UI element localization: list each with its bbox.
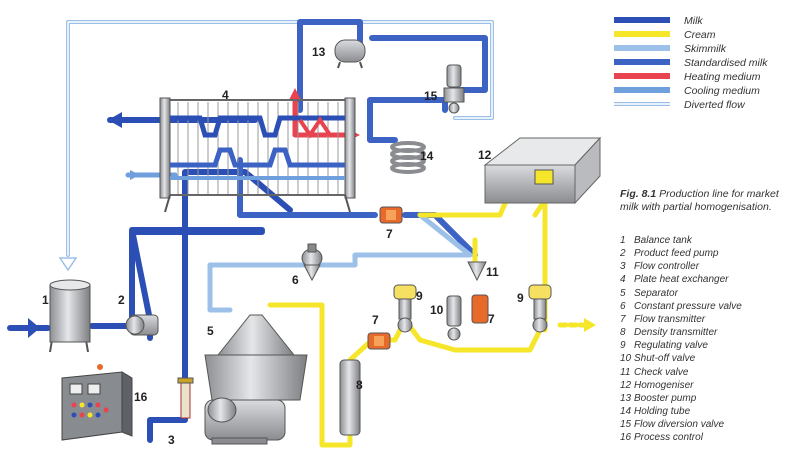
outlet-milk-arrow — [108, 112, 122, 128]
product-feed-pump — [125, 314, 159, 336]
flow-diversion-valve — [443, 64, 465, 114]
callout-6: 6 — [292, 273, 299, 287]
callout-14: 14 — [420, 149, 434, 163]
regulating-valve-2 — [528, 284, 552, 333]
figure-caption: Fig. 8.1 Production line for market milk… — [620, 188, 796, 214]
homogeniser — [483, 136, 602, 205]
skimmilk-pipe — [207, 252, 473, 313]
cooling-in-arrow — [130, 170, 140, 180]
flow-controller — [177, 377, 194, 419]
callout-7-right: 7 — [488, 312, 495, 326]
legend-label-cream: Cream — [684, 29, 716, 41]
process-control-panel — [61, 364, 133, 441]
legend-label-milk: Milk — [684, 15, 703, 27]
flow-transmitter-top — [379, 206, 403, 224]
regulating-valve-1 — [393, 284, 417, 333]
callout-1: 1 — [42, 293, 49, 307]
inlet-milk-arrow — [28, 318, 40, 338]
callout-7-bottom: 7 — [372, 313, 379, 327]
legend-label-cooling-medium: Cooling medium — [684, 85, 760, 97]
callout-13: 13 — [312, 45, 326, 59]
separator — [204, 314, 308, 445]
legend-label-skimmilk: Skimmilk — [684, 43, 727, 55]
balance-tank — [49, 279, 91, 353]
callout-numbers: 1 2 3 4 5 6 7 7 7 8 9 9 10 11 12 13 14 1… — [42, 45, 524, 447]
flow-transmitter-bottom — [367, 332, 391, 350]
callout-8: 8 — [356, 378, 363, 392]
milk-to-separator-pipe — [147, 375, 188, 443]
check-valve — [467, 261, 487, 282]
figure-label: Fig. 8.1 — [620, 188, 657, 200]
milk-feed-pipe — [89, 227, 265, 341]
callout-4: 4 — [222, 88, 229, 102]
constant-pressure-valve — [301, 243, 323, 282]
callout-16: 16 — [134, 390, 148, 404]
legend: Milk Cream Skimmilk Standardised milk He… — [614, 15, 768, 111]
callout-11: 11 — [486, 265, 499, 279]
heating-up-arrow — [289, 88, 301, 100]
callout-7-top: 7 — [386, 227, 393, 241]
plate-heat-exchanger — [159, 97, 356, 213]
callout-15: 15 — [424, 89, 438, 103]
heating-medium-pipe — [292, 97, 353, 138]
legend-label-heating-medium: Heating medium — [684, 71, 761, 83]
callout-9-left: 9 — [416, 289, 423, 303]
density-transmitter — [339, 359, 361, 436]
callout-3: 3 — [168, 433, 175, 447]
outlet-cream-arrow — [584, 318, 596, 332]
callout-5: 5 — [207, 324, 214, 338]
callout-9-right: 9 — [517, 291, 524, 305]
callout-10: 10 — [430, 303, 444, 317]
figure-caption-text: Production line for market milk with par… — [620, 188, 779, 213]
callout-2: 2 — [118, 293, 125, 307]
diverted-down-arrow — [58, 257, 78, 272]
flow-transmitter-right — [471, 294, 489, 324]
legend-label-standardised-milk: Standardised milk — [684, 57, 768, 69]
booster-pump — [334, 39, 366, 69]
holding-tube — [390, 141, 426, 174]
callout-12: 12 — [478, 148, 492, 162]
legend-label-diverted-flow: Diverted flow — [684, 99, 746, 111]
shut-off-valve — [446, 295, 462, 341]
